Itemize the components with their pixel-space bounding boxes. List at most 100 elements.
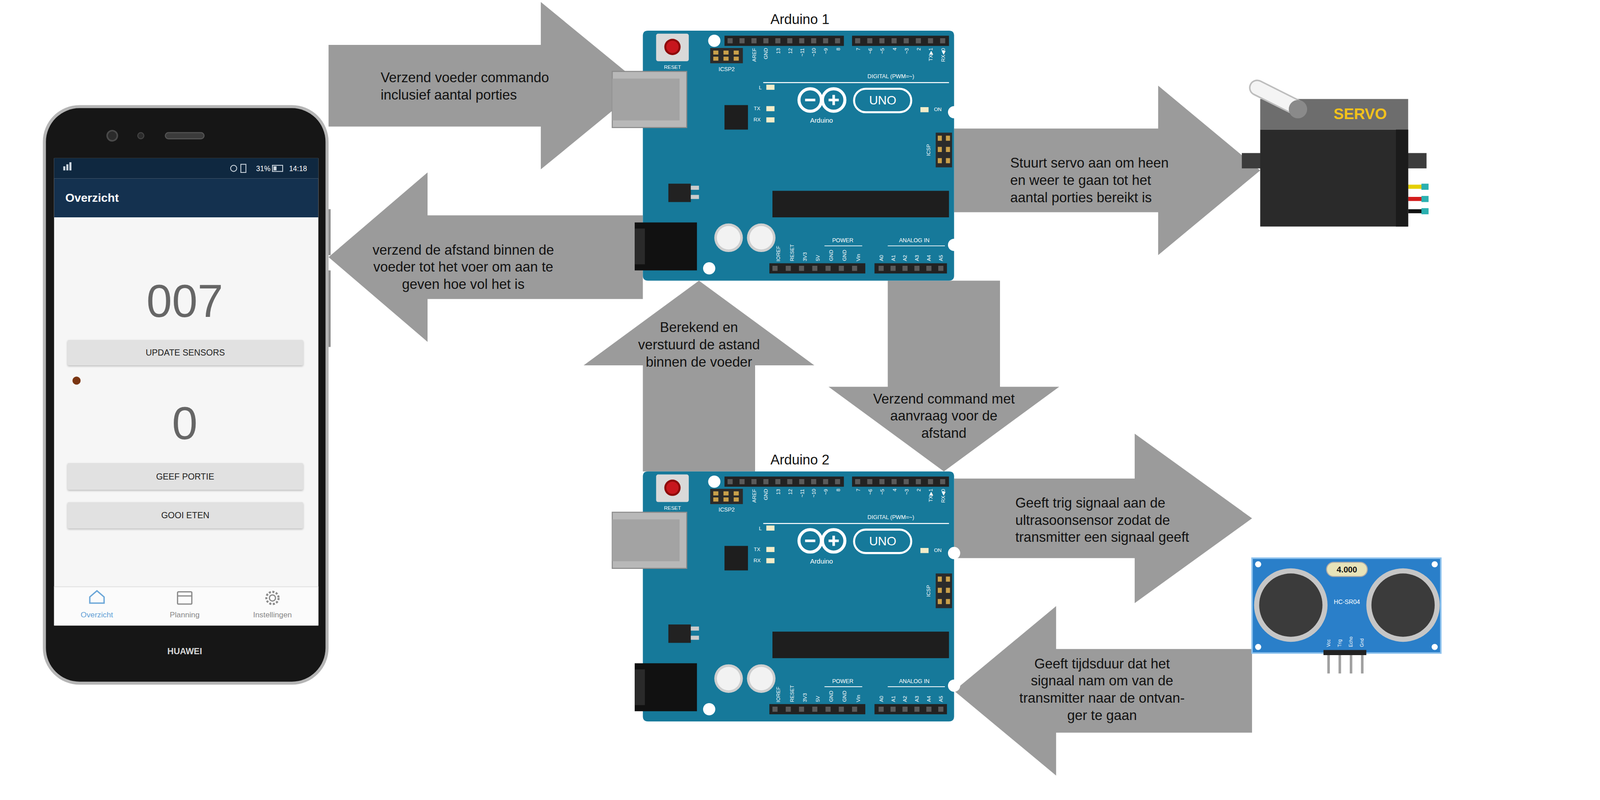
board-label: 4 [891,488,898,492]
sensor-pin [1349,652,1353,674]
board-label: RESET [788,685,795,703]
board-label: L [758,84,762,91]
status-dot [72,376,81,385]
arrow-label: verzend de afstand binnen de voeder tot … [372,242,554,293]
transmitter [1259,573,1323,637]
board-label: GND [828,690,835,703]
calendar-icon-line [177,595,192,597]
app-button: GEEF PORTIE [67,463,304,490]
board-label: A0 [878,255,885,262]
signal-bar [66,164,69,171]
board-label: ON [933,547,942,554]
board-label: RX [753,116,761,123]
board-label: IOREF [775,245,782,262]
board-label: AREF [751,488,758,503]
ultrasonic-sensor: 4.000HC-SR04VccTrigEchoGnd [1252,558,1441,654]
sensor-pin [1360,652,1364,674]
servo-horn-outline [1257,87,1296,108]
board-label: RX◀0 [940,488,947,503]
board-label: 12 [787,488,793,495]
board-label: 3V3 [802,252,808,262]
board-label: Vin [855,254,861,262]
block-arrow [328,172,643,342]
board-label: 5V [815,696,822,703]
sensor-label: HC-SR04 [1333,598,1360,606]
board-label: ~5 [879,488,886,495]
board-label: IOREF [775,686,782,703]
board-label: RX◀0 [940,48,947,62]
arrow-label: Geeft tijdsduur dat het signaal nam om v… [1019,656,1185,724]
board-label: A2 [902,696,909,703]
board-label: UNO [868,534,896,549]
board-label: ~5 [879,48,886,54]
board-label: Arduino [810,116,833,124]
screen [54,158,319,626]
board-label: 7 [855,488,861,492]
block-arrow [954,606,1252,776]
button-label: GEEF PORTIE [156,471,215,482]
board-label: A4 [926,255,933,262]
phone-body [45,108,326,682]
speaker [165,132,204,139]
transmitter-ring [1254,568,1328,642]
status-icon [230,165,237,172]
receiver [1371,573,1435,637]
board-label: A5 [938,696,944,703]
arrow-label: Stuurt servo aan om heen en weer te gaan… [1010,155,1169,206]
board-label: ~10 [811,488,818,498]
board-label: GND [841,690,848,703]
wire-end [1421,208,1429,215]
board-label: ICSP [925,144,932,156]
sensor-illustration [1252,558,1441,674]
block-arrow [583,280,815,472]
power-wire [1408,196,1423,201]
board-label: 12 [787,48,793,54]
board-label: A3 [914,696,921,703]
board-label: A5 [938,255,944,262]
status-bar [54,158,319,179]
board-label: GND [828,249,835,262]
board-label: A1 [890,255,897,262]
crystal [1326,562,1368,577]
board-label: 2 [916,48,922,51]
board-label: Arduino 2 [770,452,830,468]
app-header: Overzicht [54,178,319,218]
board-label: ~9 [823,48,829,54]
board-label: GND [841,249,848,262]
board-label: ICSP2 [718,66,735,73]
arrow-label-box: Verzend command met aanvraag voor de afs… [867,390,1021,443]
pin-header [1323,650,1367,656]
board-label: ~3 [904,48,910,54]
servo-body [1260,129,1408,227]
board-label: TX▶1 [928,48,934,62]
battery-icon [272,165,283,172]
board-label: A1 [890,696,897,703]
servo-illustration [1241,87,1429,227]
phone-text: Instellingen [253,610,292,620]
app-button: GOOI ETEN [67,502,304,529]
board-label: Vin [855,694,861,702]
board-label: 3V3 [802,692,808,702]
board-label: GND [763,48,770,60]
board-label: Arduino [810,557,833,565]
board-label: ~6 [867,48,874,54]
camera [107,130,118,141]
gear-icon-center [269,595,276,602]
mount-hole [1431,644,1438,651]
board-label: ~9 [823,488,829,495]
button-label: GOOI ETEN [161,510,210,520]
phone-text: 14:18 [288,164,307,173]
board-label: A2 [902,255,909,262]
board-label: RESET [788,244,795,262]
arduino-board: Arduino 1RESETICSP2AREFGND1312~11~10~987… [642,30,954,281]
phone-text: Planning [169,610,200,620]
battery-level [273,166,277,171]
servo-shaft [1288,100,1308,119]
phone-text: 31% [256,164,271,173]
board-label: TX [753,546,761,553]
block-arrow [828,280,1060,472]
header-title: Overzicht [65,191,119,205]
board-label: POWER [832,237,854,244]
sensor-board [1252,558,1441,654]
arrow-label-box: Verzend voeder commando inclusief aantal… [380,69,570,104]
